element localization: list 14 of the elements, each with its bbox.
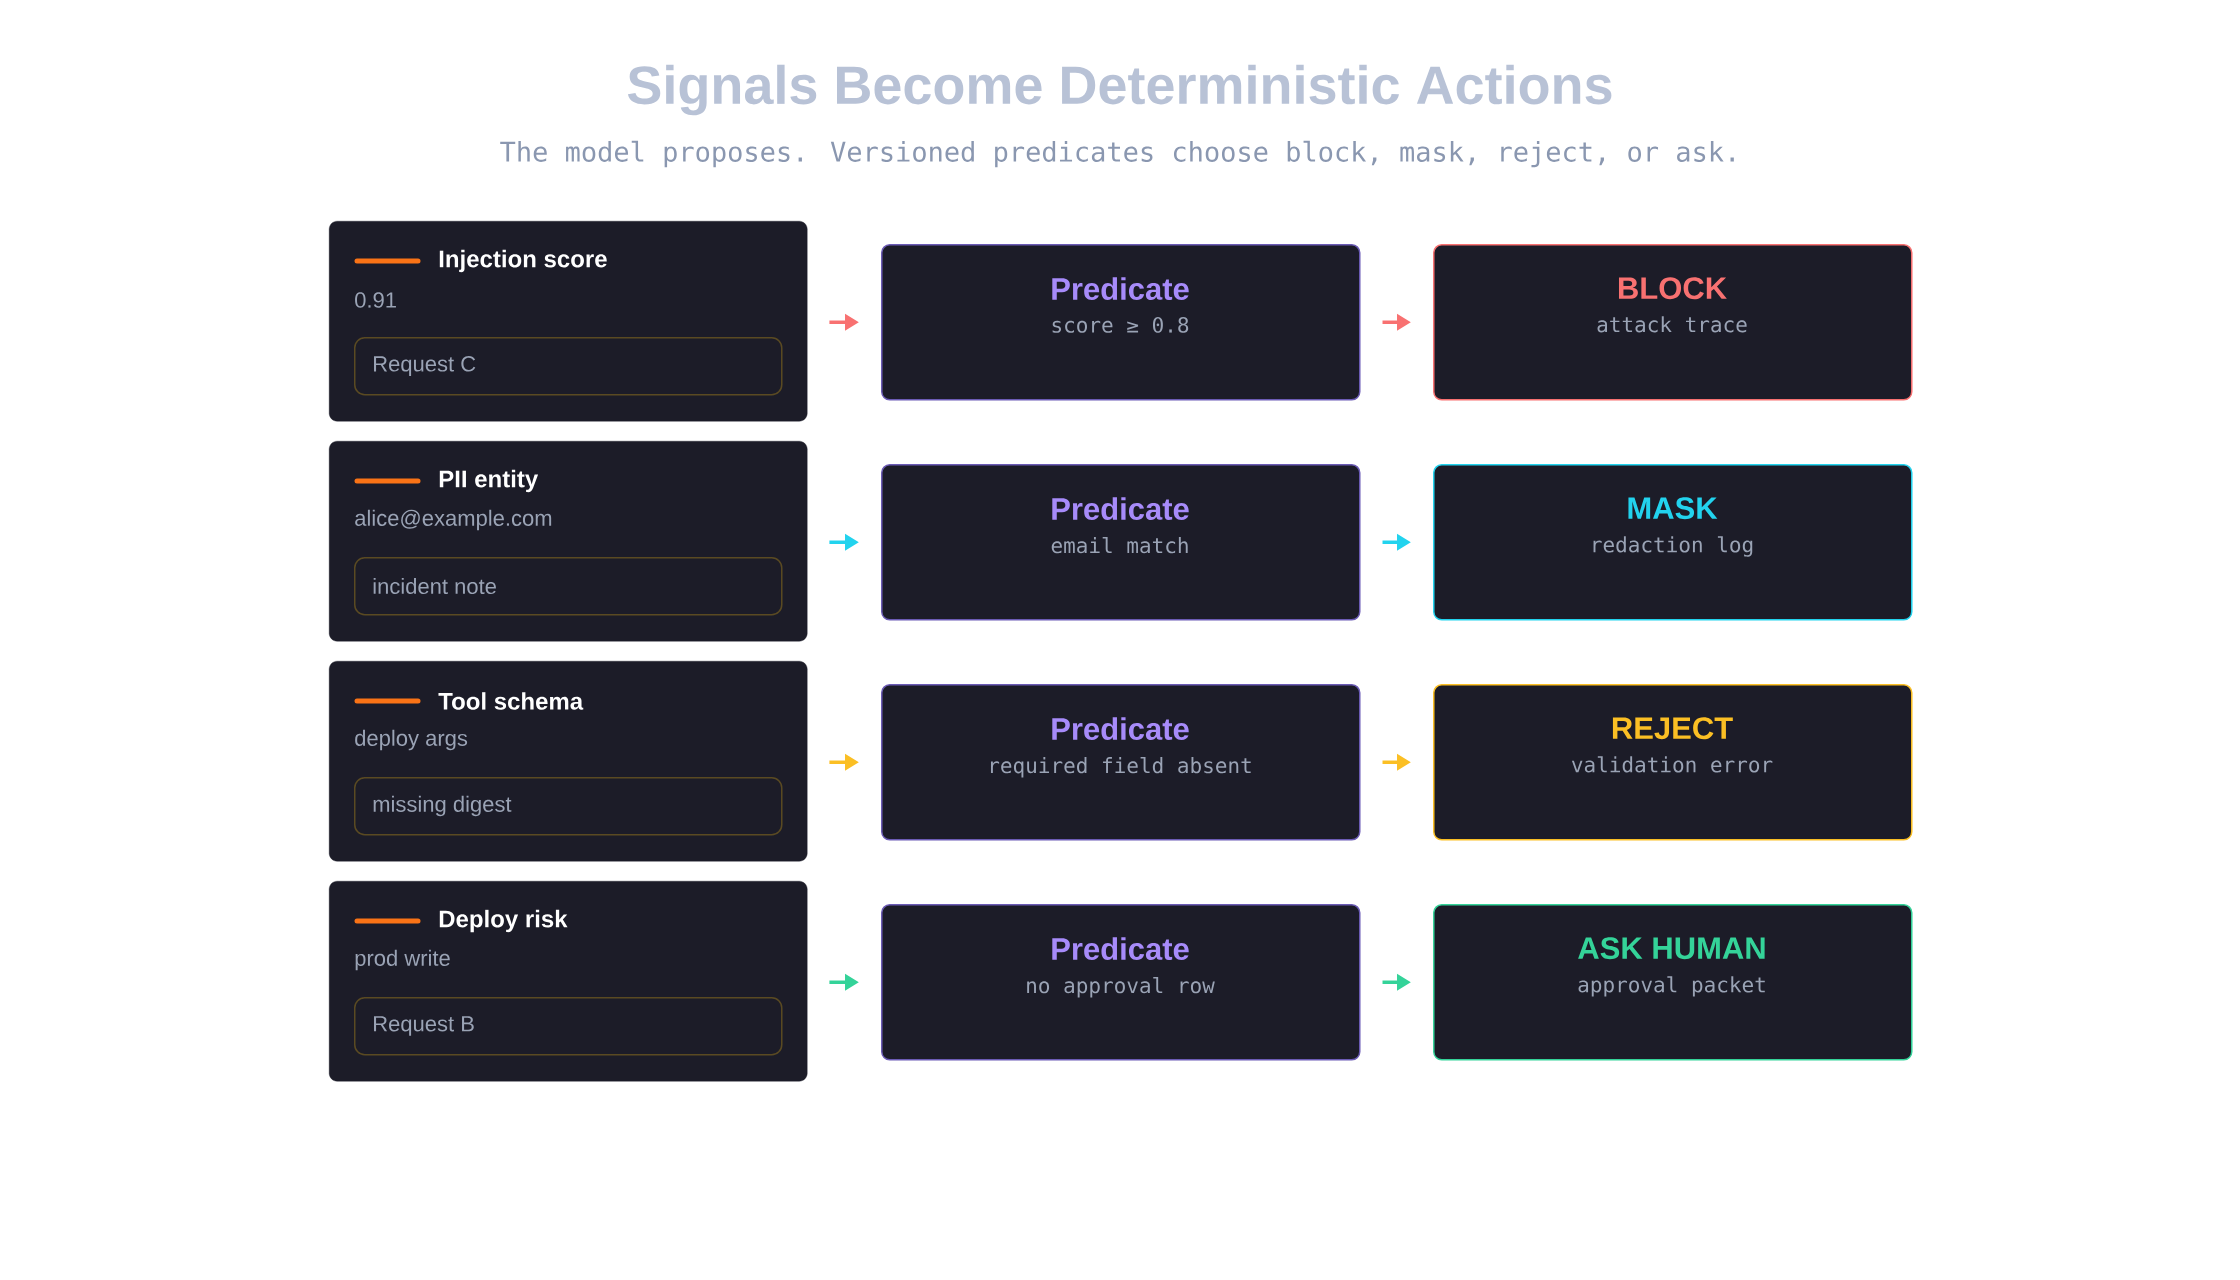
- action-box: REJECT validation error: [1433, 684, 1913, 841]
- predicate-box: Predicate no approval row: [881, 904, 1361, 1061]
- title: Signals Become Deterministic Actions: [627, 64, 1612, 116]
- predicate-box: Predicate required field absent: [881, 684, 1361, 841]
- action-box: BLOCK attack trace: [1433, 244, 1913, 401]
- input-field: Request C: [354, 337, 783, 396]
- action-box: ASK HUMAN approval packet: [1433, 904, 1913, 1061]
- input-field: incident note: [354, 557, 783, 616]
- action-box: MASK redaction log: [1433, 464, 1913, 621]
- predicate-box: Predicate email match: [881, 464, 1361, 621]
- input-field: Request B: [354, 997, 783, 1056]
- subtitle: The model proposes. Versioned predicates choose block, mask, reject, or ask.: [500, 140, 1734, 168]
- input-field: missing digest: [354, 777, 783, 836]
- predicate-box: Predicate score ≥ 0.8: [881, 244, 1361, 401]
